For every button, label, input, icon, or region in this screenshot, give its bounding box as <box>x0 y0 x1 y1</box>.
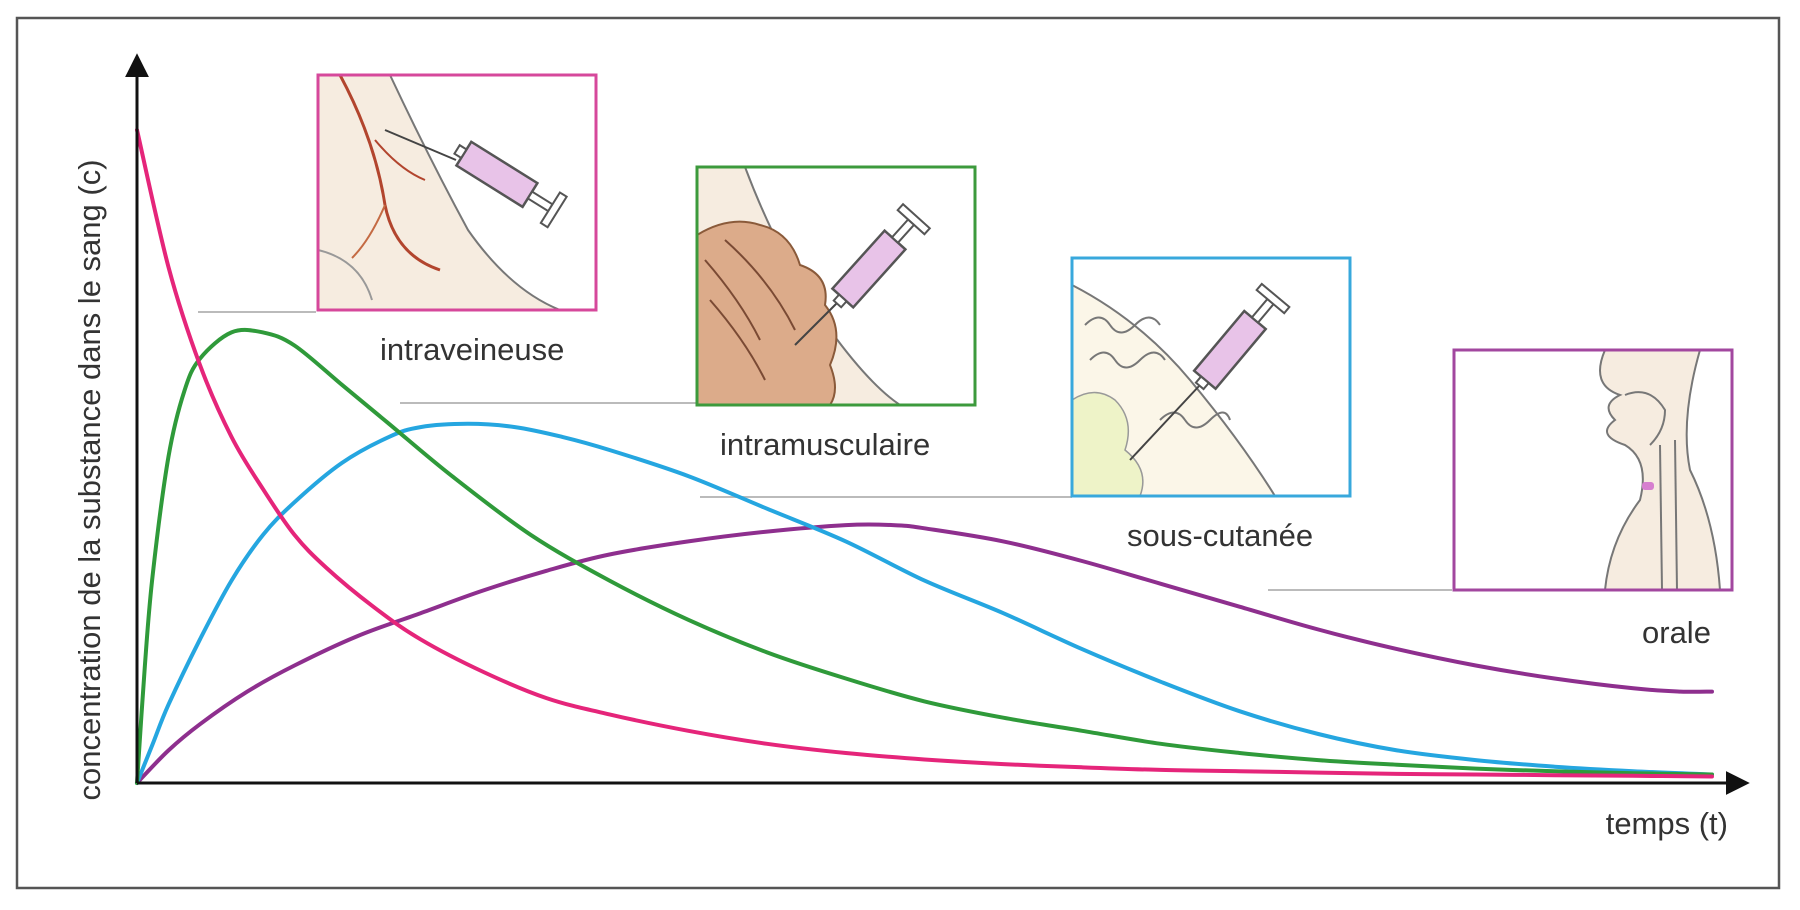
series-line-intraveineuse <box>135 128 1714 779</box>
series-line-orale <box>135 522 1714 785</box>
series-line-intramusculaire <box>135 327 1714 785</box>
intravenous-injection-icon <box>316 73 598 312</box>
subcutaneous-injection-icon <box>1070 256 1352 498</box>
guide-lines <box>198 311 1452 591</box>
chart-curves <box>135 128 1714 785</box>
series-label-intraveineuse: intraveineuse <box>380 332 564 367</box>
series-label-intramusculaire: intramusculaire <box>720 427 930 462</box>
x-axis-label: temps (t) <box>1606 806 1728 841</box>
series-line-sous-cutanee <box>135 421 1714 785</box>
y-axis-label: concentration de la substance dans le sa… <box>72 159 107 800</box>
series-label-orale: orale <box>1642 615 1711 650</box>
series-label-sous-cutanee: sous-cutanée <box>1127 518 1313 553</box>
oral-administration-icon <box>1452 348 1734 592</box>
figure-frame <box>15 16 1781 890</box>
intramuscular-injection-icon <box>695 165 977 407</box>
